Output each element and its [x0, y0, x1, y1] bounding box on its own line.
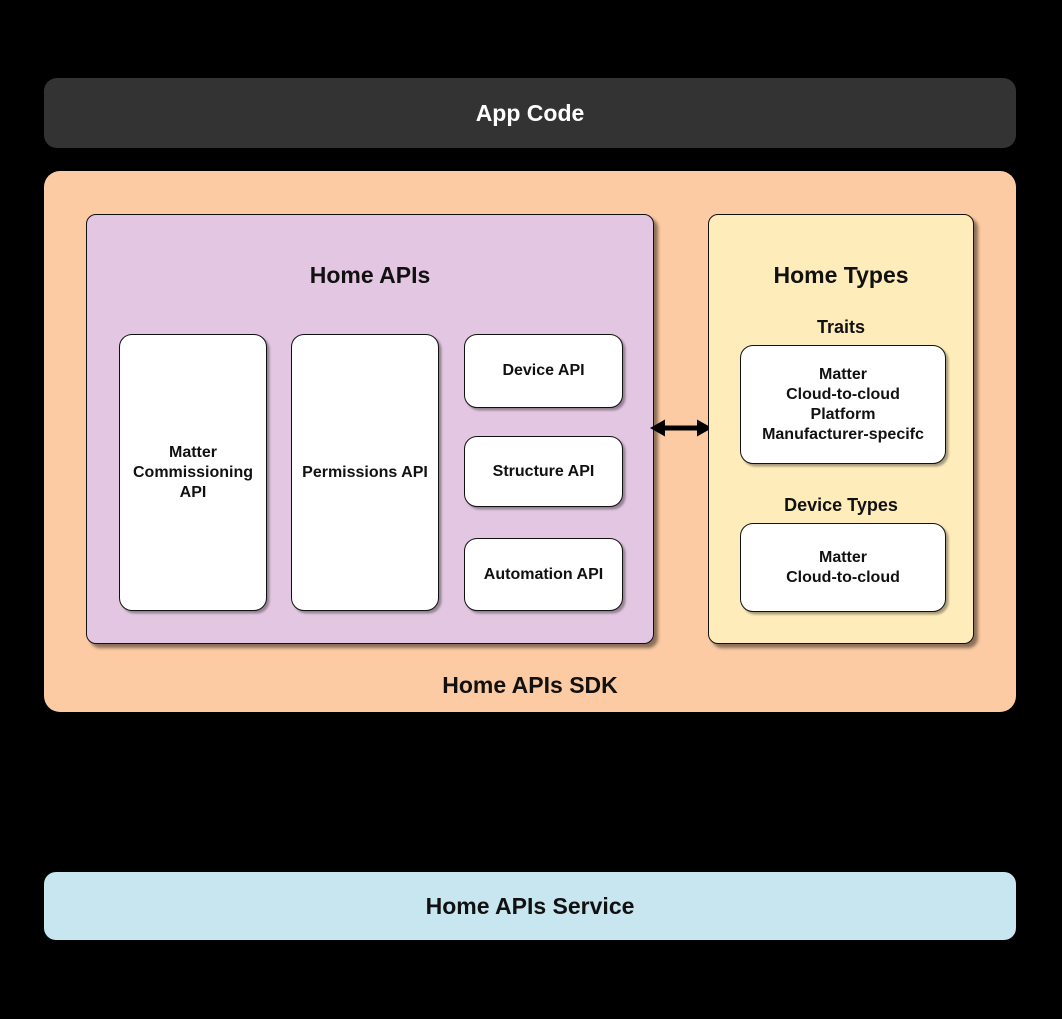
home-apis-sdk-layer: Home APIs Matter Commissioning API Permi… — [44, 171, 1016, 712]
structure-api-card: Structure API — [464, 436, 623, 507]
home-apis-service-label: Home APIs Service — [425, 892, 635, 919]
home-types-group: Home Types Traits Matter Cloud-to-cloud … — [708, 214, 974, 644]
traits-heading: Traits — [816, 317, 866, 337]
device-types-items-label: Matter Cloud-to-cloud — [786, 548, 900, 586]
permissions-api-label: Permissions API — [302, 463, 428, 481]
app-code-label: App Code — [475, 99, 585, 126]
device-api-label: Device API — [502, 362, 585, 379]
device-types-heading: Device Types — [784, 495, 898, 515]
app-code-layer: App Code — [44, 78, 1016, 148]
bidirectional-arrow-icon — [650, 419, 712, 437]
traits-items-label: Matter Cloud-to-cloud Platform Manufactu… — [762, 365, 924, 443]
traits-card: Matter Cloud-to-cloud Platform Manufactu… — [740, 345, 946, 464]
automation-api-card: Automation API — [464, 538, 623, 611]
matter-commissioning-api-card: Matter Commissioning API — [119, 334, 267, 611]
structure-api-label: Structure API — [492, 462, 595, 480]
home-apis-service-layer: Home APIs Service — [44, 872, 1016, 940]
home-apis-sdk-label: Home APIs SDK — [442, 672, 618, 698]
permissions-api-card: Permissions API — [291, 334, 439, 611]
home-apis-group: Home APIs Matter Commissioning API Permi… — [86, 214, 654, 644]
matter-commissioning-api-label: Matter Commissioning API — [132, 443, 253, 501]
device-api-card: Device API — [464, 334, 623, 408]
device-types-card: Matter Cloud-to-cloud — [740, 523, 946, 612]
home-types-title: Home Types — [773, 262, 909, 288]
home-apis-title: Home APIs — [309, 262, 431, 288]
automation-api-label: Automation API — [483, 565, 604, 583]
